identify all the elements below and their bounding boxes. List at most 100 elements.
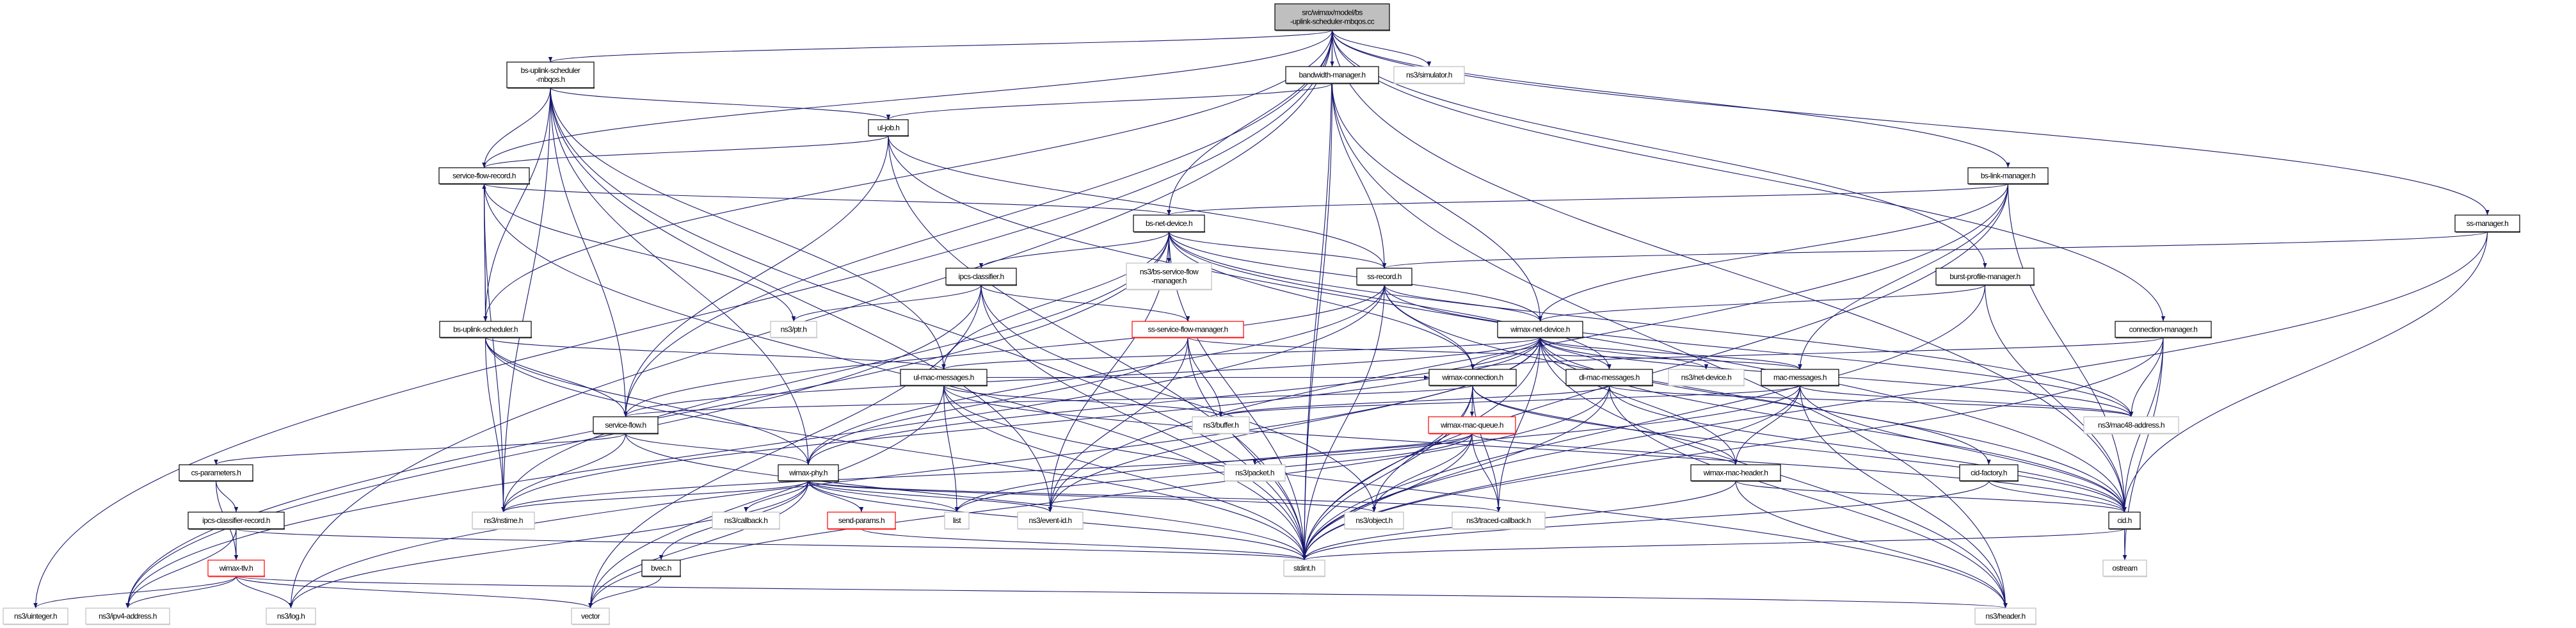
node-label: ns3/ipv4-address.h [99,612,157,621]
node-send-params-h[interactable]: send-params.h [827,511,896,530]
node-label: ns3/packet.h [1235,469,1274,478]
edge-bsus-to-stdint [484,337,1307,561]
node-ss-manager-h[interactable]: ss-manager.h [2454,214,2520,233]
edge-ssr-to-stdint [1302,284,1385,561]
node-ns3-ptr-h[interactable]: ns3/ptr.h [770,321,817,339]
node-mac-messages-h[interactable]: mac-messages.h [1761,369,1839,387]
edge-bsusm-to-uljob [550,87,891,120]
edge-mm-to-list [954,385,1801,513]
node-box [1393,66,1465,84]
node-ns3-packet-h[interactable]: ns3/packet.h [1224,464,1286,482]
node-label: bandwidth-manager.h [1299,70,1365,79]
node-ns3-event-id-h[interactable]: ns3/event-id.h [1017,511,1084,530]
node-ipcs-classifier-record-h[interactable]: ipcs-classifier-record.h [188,511,285,530]
node-service-flow-record-h[interactable]: service-flow-record.h [438,167,530,185]
node-list[interactable]: list [944,511,970,530]
edge-ipcsc-to-ipv4 [125,284,982,609]
node-wimax-phy-h[interactable]: wimax-phy.h [778,464,839,482]
node-box [1761,369,1839,386]
node-src-wimax-model-bs-uplink-scheduler-mbqos-cc[interactable]: src/wimax/model/bs-uplink-scheduler-mbqo… [1274,3,1390,31]
node-label: bs-net-device.h [1146,219,1192,228]
node-ul-job-h[interactable]: ul-job.h [868,119,909,137]
edge-sf-to-wphy [625,433,811,465]
node-wimax-mac-queue-h[interactable]: wimax-mac-queue.h [1428,416,1516,435]
edge-wnd-to-cid [1539,337,2127,513]
edge-uljob-to-stdint [888,135,1307,561]
node-ss-record-h[interactable]: ss-record.h [1356,268,1412,286]
node-box [2108,511,2141,529]
node-cid-factory-h[interactable]: cid-factory.h [1959,464,2019,482]
node-box [593,416,659,434]
node-ns3-callback-h[interactable]: ns3/callback.h [712,511,780,530]
edge-ssr-to-wphy [806,284,1385,465]
node-label: ul-job.h [877,124,900,133]
edge-wmh-to-hdr [1735,480,2008,609]
edge-bsusm-to-bsus [483,87,551,322]
node-ns3-bs-service-flow-manager-h[interactable]: ns3/bs-service-flow-manager.h [1126,262,1212,291]
edge-ssm-to-ssr [1382,231,2488,269]
node-ss-service-flow-manager-h[interactable]: ss-service-flow-manager.h [1132,321,1244,339]
node-box [438,167,530,184]
node-cid-h[interactable]: cid.h [2108,511,2141,530]
node-bs-uplink-scheduler-h[interactable]: bs-uplink-scheduler.h [439,321,532,339]
node-wimax-mac-header-h[interactable]: wimax-mac-header.h [1690,464,1781,482]
node-ns3-mac48-address-h[interactable]: ns3/mac48-address.h [2083,416,2179,435]
edge-bsnd-to-ssr [1168,231,1387,269]
node-ipcs-classifier-h[interactable]: ipcs-classifier.h [945,268,1017,286]
node-box [641,560,681,577]
edge-dlmm-to-buf [1219,385,1610,417]
edge-wmh-to-cid [1735,480,2127,513]
edge-ipcsc-to-sssfm [980,284,1190,322]
node-wimax-connection-h[interactable]: wimax-connection.h [1428,369,1517,387]
node-label: mac-messages.h [1773,373,1827,382]
node-box [1668,369,1745,386]
node-label: wimax-phy.h [788,469,828,478]
node-box [1344,511,1404,529]
edge-wmq-to-list [954,433,1473,513]
node-bs-net-device-h[interactable]: bs-net-device.h [1133,214,1205,233]
edge-cm-to-m48 [2129,337,2164,417]
edge-sfr-to-stdint [483,183,1307,561]
node-wimax-net-device-h[interactable]: wimax-net-device.h [1497,321,1583,339]
edge-wmq-to-tcb [1471,433,1501,513]
node-cs-parameters-h[interactable]: cs-parameters.h [179,464,253,482]
node-ns3-nstime-h[interactable]: ns3/nstime.h [472,511,535,530]
node-stdint-h[interactable]: stdint.h [1283,560,1325,577]
node-box [188,511,285,529]
node-bandwidth-manager-h[interactable]: bandwidth-manager.h [1285,66,1379,85]
node-box [1126,262,1212,290]
node-bs-link-manager-h[interactable]: bs-link-manager.h [1967,167,2049,185]
node-ns3-net-device-h[interactable]: ns3/net-device.h [1668,369,1745,387]
node-label: dl-mac-messages.h [1579,373,1640,382]
edge-sf-to-stdint [625,433,1307,561]
edge-ulmm-to-list [943,385,959,513]
node-service-flow-h[interactable]: service-flow.h [593,416,659,435]
node-ns3-traced-callback-h[interactable]: ns3/traced-callback.h [1452,511,1546,530]
node-ns3-uinteger-h[interactable]: ns3/uinteger.h [3,608,68,625]
edge-uljob-to-sf [623,135,889,417]
node-connection-manager-h[interactable]: connection-manager.h [2115,321,2212,339]
node-box [2454,214,2520,232]
edge-ipcsc-to-ptr [791,284,982,322]
node-box [868,119,909,136]
node-ul-mac-messages-h[interactable]: ul-mac-messages.h [900,369,988,387]
node-ns3-object-h[interactable]: ns3/object.h [1344,511,1404,530]
node-ns3-simulator-h[interactable]: ns3/simulator.h [1393,66,1465,85]
edge-bsus-to-nst [484,337,506,513]
node-ostream[interactable]: ostream [2102,560,2147,577]
node-ns3-log-h[interactable]: ns3/log.h [266,608,316,625]
edge-root-to-cm [1331,29,2166,322]
edge-ssm-to-cid [2122,231,2488,513]
node-bs-uplink-scheduler-mbqos-h[interactable]: bs-uplink-scheduler-mbqos.h [506,61,595,89]
node-label: burst-profile-manager.h [1949,272,2020,281]
node-wimax-tlv-h[interactable]: wimax-tlv.h [207,560,265,577]
edge-dlmm-to-stdint [1302,385,1610,561]
node-label: service-flow.h [605,421,646,430]
node-ns3-header-h[interactable]: ns3/header.h [1974,608,2036,625]
node-bvec-h[interactable]: bvec.h [641,560,681,577]
node-ns3-buffer-h[interactable]: ns3/buffer.h [1192,416,1250,435]
node-burst-profile-manager-h[interactable]: burst-profile-manager.h [1935,268,2035,286]
node-dl-mac-messages-h[interactable]: dl-mac-messages.h [1565,369,1653,387]
node-ns3-ipv4-address-h[interactable]: ns3/ipv4-address.h [85,608,170,625]
node-vector[interactable]: vector [571,608,610,625]
